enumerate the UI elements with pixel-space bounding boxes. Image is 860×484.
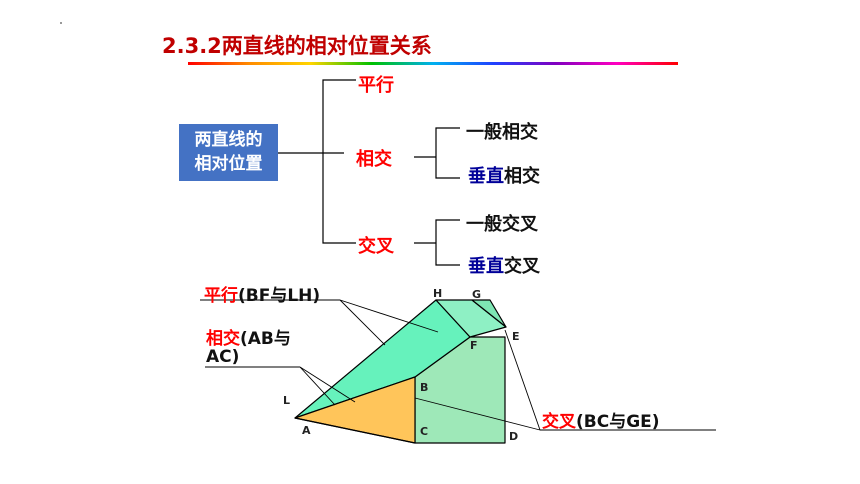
vertex-b: B [420,381,429,394]
callout-detail: (BF与LH) [238,286,321,306]
sub-skew-general: 一般交叉 [466,214,538,235]
callout-term: 平行 [204,286,238,306]
intersect-bracket [435,127,460,179]
callout-parallel: 平行(BF与LH) [204,281,320,306]
vertex-e: E [512,330,520,343]
root-line-1: 两直线的 [194,130,263,150]
leader-skew-2 [414,397,541,431]
perp-suffix: 相交 [504,166,540,187]
branch-intersect: 相交 [356,149,392,170]
vertex-g: G [472,288,482,301]
branch-parallel: 平行 [358,75,394,96]
callout-skew: 交叉(BC与GE) [542,407,660,432]
main-bracket [322,79,356,244]
vertex-c: C [420,425,429,438]
leader-intersect-1 [299,366,336,406]
leader-parallel-2 [339,299,386,346]
page-title: 2.3.2两直线的相对位置关系 [162,34,432,58]
perp-suffix: 交叉 [504,256,540,277]
perp-term: 垂直 [468,166,504,187]
root-line-2: 相对位置 [194,154,263,174]
sub-intersect-perpendicular: 垂直相交 [468,162,540,188]
callout-term: 交叉 [542,412,576,432]
vertex-d: D [509,430,519,443]
root-node: 两直线的 相对位置 [179,124,278,181]
callout-intersect: 相交(AB与 [206,324,291,349]
face-end [471,299,507,328]
vertex-h: H [433,287,443,300]
skew-bracket [435,219,460,266]
callout-detail: (AB与 [240,329,291,349]
corner-dot [60,22,62,24]
callout-term: 相交 [206,329,240,349]
leader-intersect-2 [299,366,356,403]
branch-skew: 交叉 [358,236,394,257]
callout-intersect-cont: AC) [206,347,240,367]
vertex-l: L [283,394,291,407]
leader-skew-1 [504,329,541,431]
perp-term: 垂直 [468,256,504,277]
sub-skew-perpendicular: 垂直交叉 [468,252,540,278]
sub-intersect-general: 一般相交 [466,122,538,143]
vertex-a: A [302,424,311,437]
callout-detail: (BC与GE) [576,412,660,432]
leader-parallel-1 [339,299,439,333]
vertex-f: F [470,339,478,352]
edge-ac [294,417,416,444]
title-underline [188,62,678,65]
